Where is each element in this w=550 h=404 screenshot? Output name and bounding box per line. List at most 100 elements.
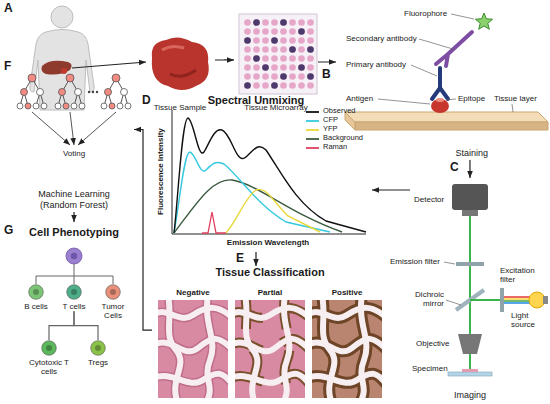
- cell-node: Tumor Cells: [92, 284, 134, 320]
- microarray-grid: [271, 37, 278, 44]
- ml-step: Machine Learning (Random Forest): [14, 62, 134, 212]
- cell-circle: [105, 284, 121, 300]
- detector-camera: [462, 210, 478, 216]
- legend-label: Observed: [323, 107, 356, 116]
- negative-tissue-image: [153, 295, 233, 403]
- microarray-grid: [244, 19, 314, 89]
- node-text: Tumor Cells: [92, 302, 134, 320]
- node-text: T cells: [63, 302, 86, 311]
- phenotyping-step: Cell Phenotyping: [14, 222, 134, 242]
- classification-panel: Tissue Classification: [152, 266, 388, 400]
- part-label: Detector: [414, 195, 444, 204]
- cell-nucleus: [95, 345, 101, 351]
- partial-tissue-image: [230, 295, 310, 403]
- legend-line-sample: [306, 144, 320, 152]
- excitation-filter: [500, 288, 504, 312]
- node-text: Staining: [455, 148, 488, 158]
- leader-line: [378, 99, 430, 104]
- random-forest-trees: [70, 112, 74, 145]
- tissue-class-images: [153, 295, 387, 403]
- microarray-grid: [253, 55, 260, 62]
- random-forest-trees: [32, 112, 70, 145]
- legend-line-sample: [306, 108, 320, 116]
- leader-line: [444, 262, 455, 264]
- cell-circle: [42, 341, 57, 356]
- detector-camera: [452, 184, 488, 210]
- random-forest-trees: [88, 91, 90, 93]
- legend-line-sample: [306, 135, 320, 143]
- panel-letter: G: [4, 224, 13, 238]
- microarray-grid: [307, 73, 314, 80]
- random-forest-trees: [17, 74, 131, 145]
- tissue-slab: [345, 112, 548, 122]
- positive-tissue-image: [307, 295, 387, 403]
- part-label: Specimen: [412, 364, 448, 373]
- flow-arrow: [134, 130, 152, 331]
- tissue-sample-blob: [170, 70, 196, 76]
- leader-line: [446, 300, 461, 305]
- light-bulb: [543, 296, 548, 304]
- axis-label: Fluorescence Intensity: [155, 129, 164, 216]
- leader-line: [451, 14, 474, 19]
- tumor-spot: [61, 68, 67, 74]
- node-text: Cytotoxic T cells: [29, 358, 69, 376]
- panel-letter: E: [236, 252, 244, 266]
- flow-arrow: [215, 59, 234, 60]
- microarray-grid: [298, 64, 305, 71]
- biopsy-arrow: [72, 62, 146, 68]
- microarray-grid: [271, 82, 278, 89]
- axis-label: Emission Wavelength: [227, 238, 309, 247]
- excitation-beam: [470, 299, 500, 301]
- legend-line-sample: [306, 126, 320, 134]
- antigen-blob: [431, 99, 449, 113]
- legend-label: Raman: [323, 143, 347, 152]
- node-text: Cell Phenotyping: [29, 226, 119, 239]
- primary-antibody: [432, 68, 448, 99]
- spectrum-chart: [172, 110, 366, 234]
- raman-curve: [202, 212, 226, 233]
- cell-circle: [29, 285, 44, 300]
- panel-letter: C: [450, 161, 459, 175]
- objective-lens: [458, 334, 482, 354]
- fluorophore-star: [475, 13, 492, 29]
- microarray-grid: [298, 28, 305, 35]
- cell-nucleus: [71, 289, 77, 295]
- microarray-grid: [243, 18, 315, 90]
- flow-arrow: [372, 189, 410, 190]
- white-light-beam: [504, 300, 530, 302]
- part-label: Tissue layer: [494, 94, 537, 103]
- part-label: Primary antibody: [346, 60, 406, 69]
- legend-line-sample: [306, 117, 320, 125]
- cell-nucleus: [110, 289, 116, 295]
- legend-line-sample: [306, 111, 319, 113]
- white-light-beam: [504, 296, 530, 298]
- part-label: Epitope: [458, 94, 485, 103]
- partial-tissue-image: [230, 295, 310, 403]
- microarray-grid: [307, 46, 314, 53]
- cell-circle: [91, 341, 106, 356]
- person-figure: [51, 6, 73, 28]
- parent-cell: [66, 248, 82, 264]
- lineage-wire: [36, 264, 113, 284]
- tissue-sample-blob: [152, 37, 209, 90]
- legend-line-sample: [306, 138, 319, 140]
- node-text: Machine Learning (Random Forest): [31, 189, 117, 210]
- positive-tissue-image: [307, 295, 387, 403]
- random-forest-trees: [78, 112, 116, 145]
- staining-step: Staining: [336, 0, 550, 160]
- cell-lineage: [36, 248, 113, 284]
- lineage-line: [49, 311, 74, 340]
- person-figure: [30, 6, 146, 110]
- leader-line: [512, 104, 513, 112]
- flow-arrow: [318, 61, 336, 62]
- node-text: Tregs: [88, 358, 108, 367]
- specimen-slide: [462, 369, 478, 372]
- cell-circle: [41, 340, 57, 356]
- microscope-illustration: [444, 184, 548, 376]
- microarray-grid: [244, 82, 251, 89]
- node-text: Tissue Classification: [215, 266, 324, 279]
- lineage-line: [74, 311, 98, 340]
- cfp-curve: [174, 152, 330, 233]
- cell-nucleus: [33, 289, 39, 295]
